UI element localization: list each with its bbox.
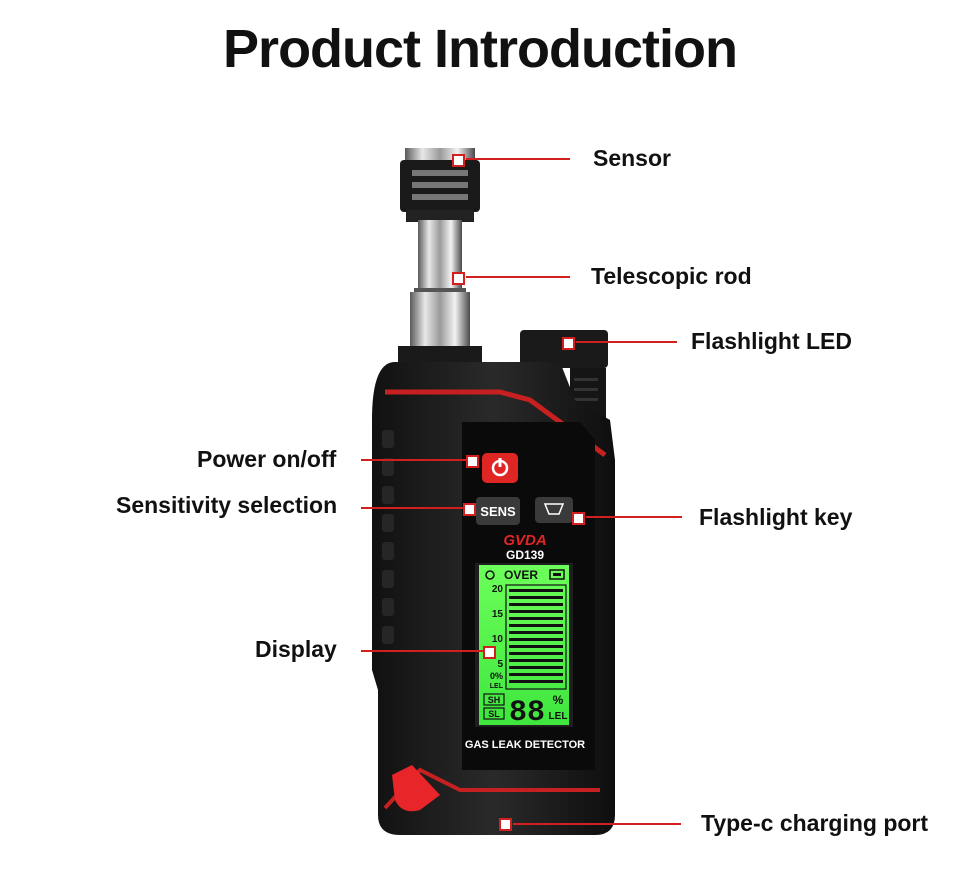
sensitivity-marker	[463, 503, 476, 516]
charging-port-label: Type-c charging port	[701, 810, 929, 836]
lcd-display	[475, 563, 573, 727]
telescopic-rod-marker	[452, 272, 465, 285]
telescopic-rod-label: Telescopic rod	[591, 263, 752, 289]
display-label: Display	[255, 636, 337, 662]
sensitivity-label: Sensitivity selection	[116, 492, 338, 518]
red-side-button	[392, 765, 440, 812]
flashlight-led-leader	[576, 341, 677, 343]
brand-logo: GVDA	[503, 532, 546, 549]
power-icon	[485, 570, 495, 580]
sensitivity-leader	[361, 507, 464, 509]
model-number: GD139	[506, 548, 544, 562]
telescopic-rod	[398, 220, 482, 362]
lcd-over-label: OVER	[504, 568, 538, 582]
lcd-tick-0: 0%	[490, 671, 503, 681]
sensor-marker	[452, 154, 465, 167]
sensor-leader	[466, 158, 570, 160]
battery-icon	[549, 569, 565, 580]
lcd-sl-label: SL	[488, 709, 500, 719]
telescopic-rod-leader	[466, 276, 570, 278]
sensor-label: Sensor	[593, 145, 671, 171]
power-leader	[361, 459, 466, 461]
page-title: Product Introduction	[223, 19, 738, 79]
lcd-percent: %	[553, 693, 564, 707]
lcd-lel-unit: LEL	[490, 683, 504, 690]
power-label: Power on/off	[197, 446, 337, 472]
charging-port-marker	[499, 818, 512, 831]
side-grip	[382, 430, 394, 644]
lcd-digits: 88	[509, 696, 545, 730]
flashlight-key-marker	[572, 512, 585, 525]
flashlight-key-leader	[586, 516, 682, 518]
flashlight-led-label: Flashlight LED	[691, 328, 852, 354]
flashlight-key	[535, 497, 573, 523]
display-leader	[361, 650, 483, 652]
lcd-sh-label: SH	[488, 695, 501, 705]
power-button	[482, 453, 518, 483]
flashlight-led-marker	[562, 337, 575, 350]
lcd-digit-unit: LEL	[549, 711, 568, 722]
sens-button	[476, 497, 520, 525]
flashlight-key-label: Flashlight key	[699, 504, 853, 530]
lcd-tick-15: 15	[492, 609, 504, 620]
charging-port-leader	[513, 823, 681, 825]
display-marker	[483, 646, 496, 659]
lcd-tick-20: 20	[492, 584, 504, 595]
power-marker	[466, 455, 479, 468]
flashlight-icon	[543, 503, 565, 515]
lcd-tick-5: 5	[497, 659, 503, 670]
sens-button-label: SENS	[480, 504, 516, 519]
device-footer-label: GAS LEAK DETECTOR	[465, 739, 585, 751]
lcd-tick-10: 10	[492, 634, 504, 645]
